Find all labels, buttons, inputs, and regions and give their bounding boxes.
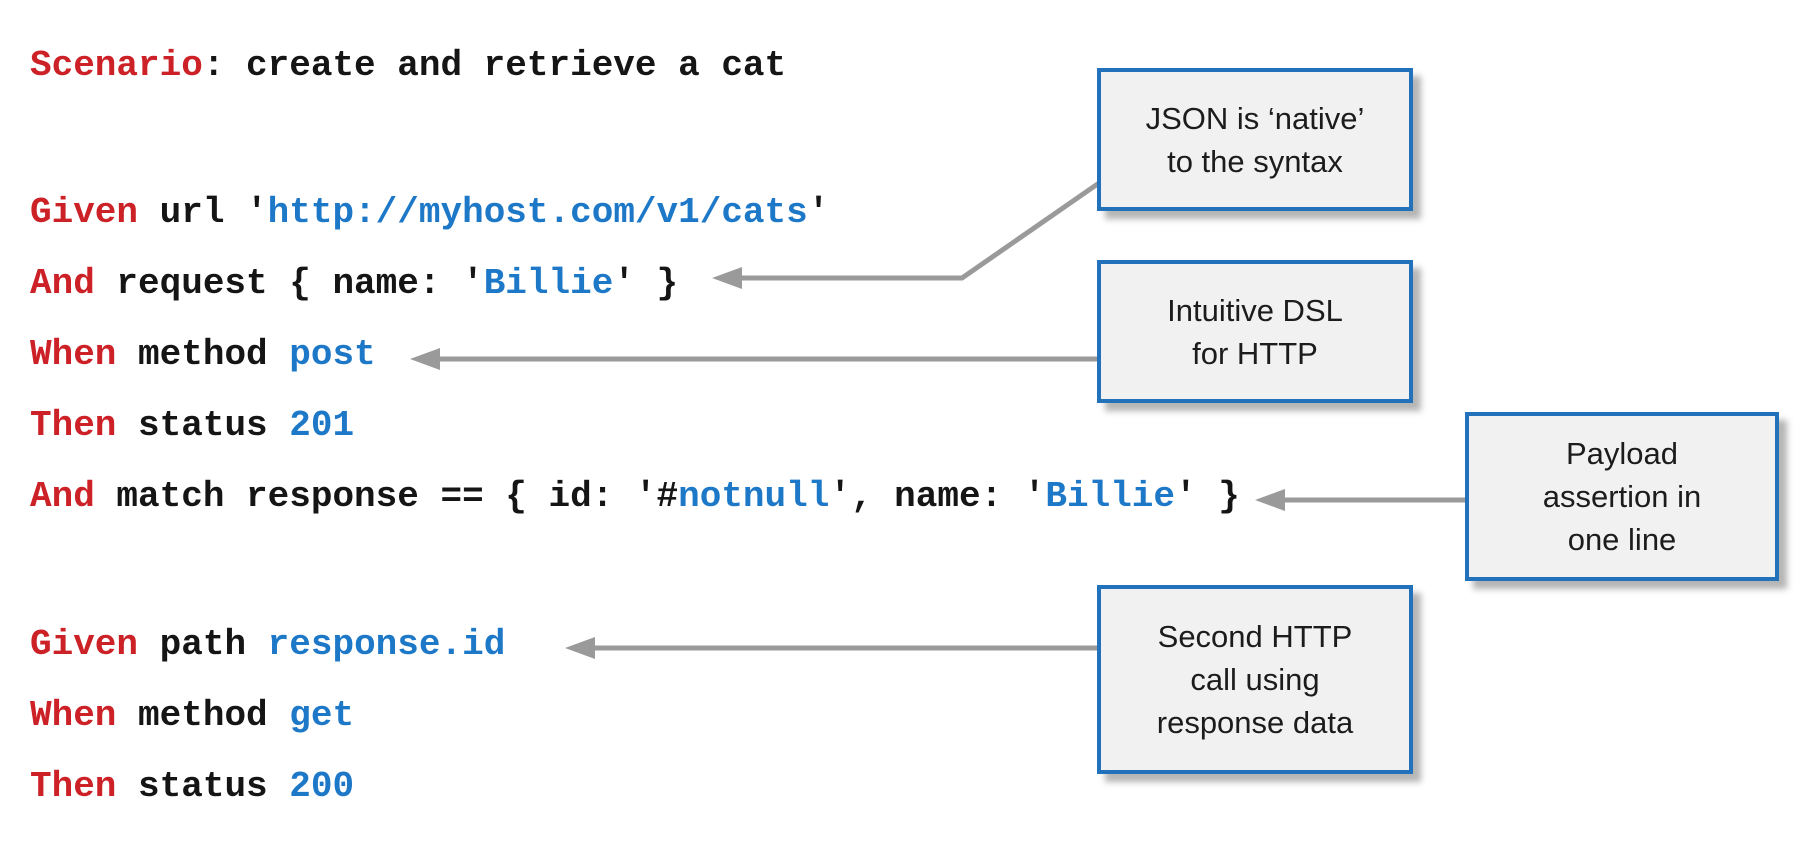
status-201-line: Then status 201 bbox=[30, 404, 354, 448]
code-token-value: post bbox=[289, 334, 376, 375]
code-token-plain: request { name: ' bbox=[94, 263, 484, 304]
code-token-plain: match response == { id: '# bbox=[94, 476, 679, 517]
code-token-value: 200 bbox=[289, 766, 355, 807]
callout-second-call: Second HTTP call using response data bbox=[1097, 585, 1413, 774]
code-token-keyword: Given bbox=[30, 192, 139, 233]
code-token-keyword: Then bbox=[30, 405, 117, 446]
callout-json-native: JSON is ‘native’ to the syntax bbox=[1097, 68, 1413, 211]
method-post-line: When method post bbox=[30, 333, 376, 377]
arrow-second-call bbox=[565, 637, 1097, 659]
code-token-keyword: Scenario bbox=[30, 45, 203, 86]
given-url-line: Given url 'http://myhost.com/v1/cats' bbox=[30, 191, 829, 235]
code-token-value: http://myhost.com/v1/cats bbox=[267, 192, 808, 233]
request-line: And request { name: 'Billie' } bbox=[30, 262, 678, 306]
method-get-line: When method get bbox=[30, 694, 354, 738]
code-token-plain: path bbox=[138, 624, 268, 665]
code-token-keyword: And bbox=[30, 263, 95, 304]
code-token-plain: url ' bbox=[138, 192, 268, 233]
given-path-line: Given path response.id bbox=[30, 623, 505, 667]
code-token-plain: status bbox=[116, 405, 290, 446]
code-token-plain: ' bbox=[807, 192, 830, 233]
code-token-plain: status bbox=[116, 766, 290, 807]
arrow-json-native bbox=[712, 180, 1101, 289]
callout-payload-assertion: Payload assertion in one line bbox=[1465, 412, 1779, 581]
code-token-value: Billie bbox=[483, 263, 614, 304]
code-token-value: Billie bbox=[1045, 476, 1176, 517]
code-token-keyword: When bbox=[30, 334, 117, 375]
code-token-plain: ', name: ' bbox=[829, 476, 1046, 517]
code-token-keyword: Given bbox=[30, 624, 139, 665]
code-token-plain: method bbox=[116, 695, 290, 736]
scenario-line: Scenario: create and retrieve a cat bbox=[30, 44, 786, 88]
code-token-value: response.id bbox=[267, 624, 506, 665]
code-token-plain: ' } bbox=[1175, 476, 1240, 517]
code-token-keyword: And bbox=[30, 476, 95, 517]
code-token-keyword: When bbox=[30, 695, 117, 736]
code-token-value: 201 bbox=[289, 405, 355, 446]
code-token-value: get bbox=[289, 695, 355, 736]
arrow-intuitive-dsl bbox=[410, 348, 1097, 370]
match-line: And match response == { id: '#notnull', … bbox=[30, 475, 1240, 519]
arrow-payload-assertion bbox=[1255, 489, 1465, 511]
callout-intuitive-dsl: Intuitive DSL for HTTP bbox=[1097, 260, 1413, 403]
code-token-keyword: Then bbox=[30, 766, 117, 807]
code-token-value: notnull bbox=[678, 476, 830, 517]
code-token-plain: method bbox=[116, 334, 290, 375]
code-token-plain: ' } bbox=[613, 263, 679, 304]
status-200-line: Then status 200 bbox=[30, 765, 354, 809]
code-token-plain: : create and retrieve a cat bbox=[202, 45, 787, 86]
